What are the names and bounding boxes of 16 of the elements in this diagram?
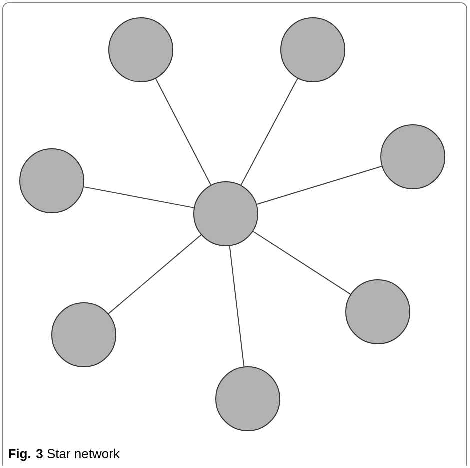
connector-line [155,78,212,186]
connector-line [83,186,195,208]
connector-line [229,246,245,368]
circle-node [52,302,116,368]
figure-caption: Fig. 3 Star network [9,448,120,462]
circle-node [194,182,258,246]
connector-line [108,234,202,314]
connector-line [240,78,298,186]
circle-node [108,18,174,82]
circle-node [216,366,280,432]
circle-node [346,280,410,344]
connector-line [252,231,352,295]
circle-node [280,18,346,82]
connector-line [256,166,382,206]
circle-node [380,124,446,190]
circle-node [20,148,84,214]
